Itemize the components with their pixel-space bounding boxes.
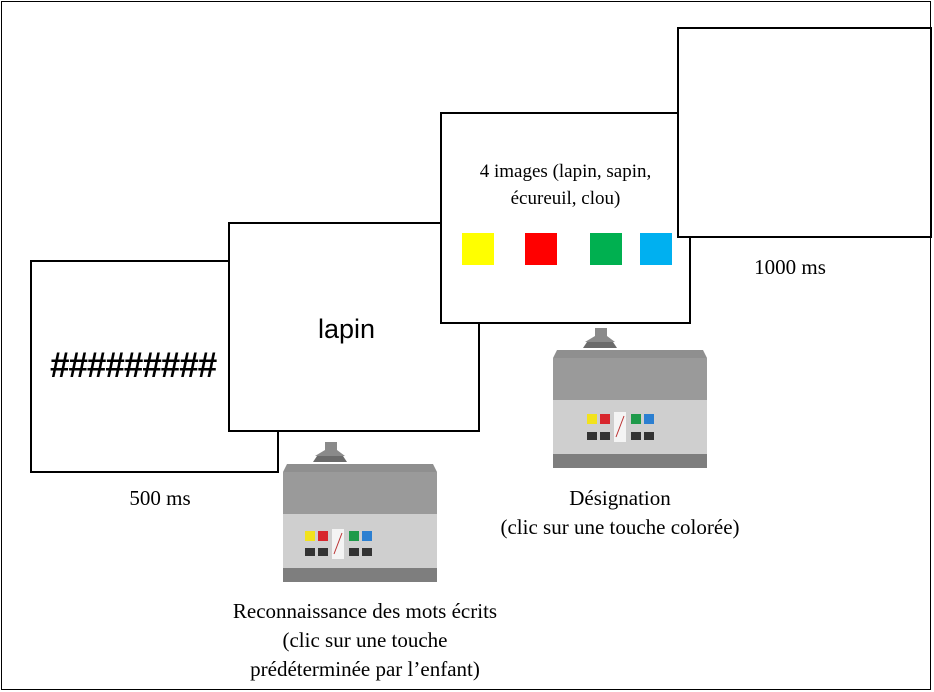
mask-duration-label: 500 ms [129, 486, 191, 510]
choice-instruction-line1: 4 images (lapin, sapin, [479, 161, 652, 182]
designation-caption-line1: Désignation [569, 486, 671, 510]
mask-hashes: ######### [50, 346, 217, 385]
yellow-square [462, 233, 494, 265]
choice-instruction-line2: écureuil, clou) [510, 188, 621, 209]
blue-square [640, 233, 672, 265]
blank-screen [677, 27, 932, 238]
recognition-caption-line3: prédéterminée par l’enfant) [250, 657, 480, 681]
blank-duration-label: 1000 ms [754, 255, 826, 279]
choice-screen [440, 112, 691, 324]
recognition-caption-line2: (clic sur une touche [282, 628, 448, 652]
target-word: lapin [318, 314, 376, 344]
recognition-caption-line1: Reconnaissance des mots écrits [232, 599, 498, 623]
choice-instruction: 4 images (lapin, sapin, écureuil, clou) [440, 158, 691, 212]
designation-caption: Désignation (clic sur une touche colorée… [440, 484, 800, 542]
red-square [525, 233, 557, 265]
response-box-recognition [283, 442, 437, 582]
green-square [590, 233, 622, 265]
word-screen [228, 222, 480, 432]
designation-caption-line2: (clic sur une touche colorée) [500, 515, 740, 539]
response-box-designation [553, 328, 707, 468]
recognition-caption: Reconnaissance des mots écrits (clic sur… [180, 597, 550, 684]
